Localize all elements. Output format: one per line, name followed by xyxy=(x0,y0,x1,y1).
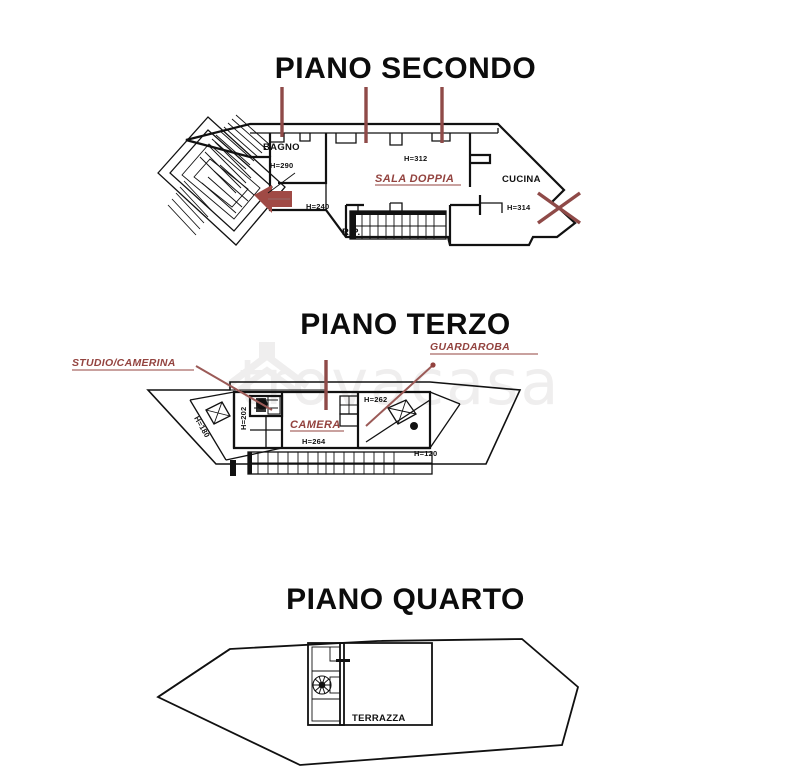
height-label-120: H=120 xyxy=(414,449,437,458)
floor-title-piano-terzo: PIANO TERZO xyxy=(300,308,511,341)
floorplan-piano-secondo: BAGNO H=290 H=312 SALA DOPPIA CUCINA H=3… xyxy=(157,87,581,247)
floorplan-piano-terzo: STUDIO/CAMERINA GUARDAROBA CAMERA H=264 … xyxy=(72,341,538,476)
height-label-studio: H=202 xyxy=(239,407,248,430)
room-label-camera: CAMERA xyxy=(290,419,341,431)
room-label-terrazza: TERRAZZA xyxy=(352,713,406,724)
spiral-stair-icon xyxy=(312,675,341,695)
floorplan-piano-quarto: TERRAZZA xyxy=(156,638,580,766)
attic-stairs xyxy=(247,451,433,475)
room-label-rip: RIP. xyxy=(342,227,360,238)
height-label-sala: H=312 xyxy=(404,154,427,163)
stairwell-left xyxy=(157,114,286,246)
height-label-cucina: H=314 xyxy=(507,203,531,212)
roof-stair-shaft xyxy=(307,642,350,726)
floor-title-piano-quarto: PIANO QUARTO xyxy=(286,583,525,616)
entrance-arrow xyxy=(254,172,296,213)
height-label-rip: H=240 xyxy=(306,202,329,211)
room-label-sala-doppia: SALA DOPPIA xyxy=(375,173,454,185)
floor-title-piano-secondo: PIANO SECONDO xyxy=(274,52,537,85)
height-label-guardaroba: H=262 xyxy=(364,395,387,404)
fixture-cluster xyxy=(254,395,281,415)
skylight-right xyxy=(387,399,418,430)
room-label-studio-camerina: STUDIO/CAMERINA xyxy=(72,357,176,369)
height-label-camera: H=264 xyxy=(302,437,326,446)
callout-studio-camerina xyxy=(195,365,273,411)
skylight-left xyxy=(205,401,231,425)
section-markers xyxy=(280,87,444,143)
callout-guardaroba xyxy=(365,362,436,427)
entry-cross-marker xyxy=(537,191,581,225)
room-label-cucina: CUCINA xyxy=(502,174,541,185)
height-label-180: H=180 xyxy=(192,415,211,440)
height-label-bagno: H=290 xyxy=(270,161,293,170)
central-stairs xyxy=(349,202,447,240)
room-label-guardaroba: GUARDAROBA xyxy=(430,341,510,353)
room-label-bagno: BAGNO xyxy=(263,142,300,153)
